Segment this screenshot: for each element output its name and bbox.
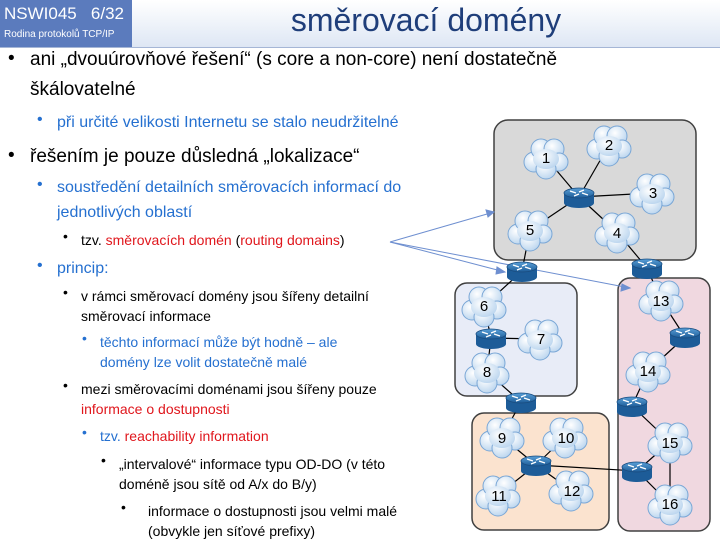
bullet-text: ani „dvouúrovňové řešení“ (s core a non-… (30, 49, 558, 70)
annotation-arrows (389, 209, 632, 292)
bullet-text: mezi směrovacími doménami jsou šířeny po… (81, 381, 377, 397)
svg-text:9: 9 (498, 430, 506, 447)
cloud-network-7: 7 (517, 319, 563, 361)
router-icon (505, 392, 537, 414)
bullet-dot: • (63, 377, 68, 393)
bullet-dot: • (8, 145, 15, 166)
bullet-dot: • (63, 284, 68, 300)
svg-text:16: 16 (662, 496, 679, 513)
cloud-network-13: 13 (638, 280, 684, 322)
cloud-network-16: 16 (647, 484, 693, 526)
header-divider (0, 47, 720, 48)
highlight-term: routing domains (240, 232, 340, 248)
cloud-network-1: 1 (523, 138, 569, 180)
router-icon (475, 328, 507, 350)
bullet-text: „intervalové“ informace typu OD-DO (v té… (119, 456, 386, 472)
router-icon (616, 396, 648, 418)
cloud-network-15: 15 (647, 422, 693, 464)
bullet-dot: • (82, 330, 87, 346)
cloud-network-8: 8 (464, 352, 510, 394)
cloud-network-9: 9 (479, 417, 525, 459)
title-band (132, 0, 720, 48)
bullet-dot: • (63, 228, 68, 244)
bullet-dot: • (37, 257, 43, 274)
bullet-dot: • (37, 111, 43, 128)
bullet-text: řešením je pouze důsledná „lokalizace“ (30, 146, 360, 167)
svg-text:12: 12 (564, 483, 581, 500)
bullet-dot: • (121, 499, 126, 515)
svg-text:14: 14 (640, 363, 657, 380)
bullet-text: princip: (57, 260, 109, 277)
bullet-text: při určité velikosti Internetu se stalo … (57, 114, 399, 131)
router-icon (520, 455, 552, 477)
bullet-text: jednotlivých oblastí (57, 204, 193, 221)
router-icon (669, 327, 701, 349)
bullet-text: tzv. reachability information (100, 428, 269, 444)
router-icon (631, 258, 663, 280)
router-icon (621, 461, 653, 483)
cloud-network-11: 11 (475, 475, 521, 517)
course-code: NSWI045 6/32 (4, 4, 125, 23)
svg-text:5: 5 (526, 222, 534, 239)
bullet-dot: • (37, 176, 43, 193)
bullet-text: informace o dostupnosti jsou velmi malé (148, 503, 398, 519)
cloud-network-5: 5 (507, 210, 553, 252)
cloud-network-2: 2 (586, 125, 632, 167)
bullet-text: doméně jsou sítě od A/x do B/y) (119, 476, 317, 492)
page-title: směrovací domény (290, 2, 562, 38)
highlight-term: informace o dostupnosti (81, 401, 230, 417)
bullet-text: soustředění detailních směrovacích infor… (57, 179, 402, 196)
bullet-dot: • (82, 424, 87, 440)
course-box: NSWI045 6/32 Rodina protokolů TCP/IP (0, 0, 132, 48)
svg-text:2: 2 (605, 137, 613, 154)
bullet-dot: • (101, 452, 106, 468)
page-number: 6/32 (90, 4, 125, 23)
cloud-network-14: 14 (625, 351, 671, 393)
highlight-term: reachability information (124, 428, 269, 444)
highlight-term: směrovacích domén (105, 232, 232, 248)
header: NSWI045 6/32 Rodina protokolů TCP/IP smě… (0, 0, 720, 48)
bullet-text: tzv. směrovacích domén (routing domains) (81, 232, 345, 248)
svg-text:15: 15 (662, 435, 679, 452)
bullet-text: těchto informací může být hodně – ale (100, 334, 338, 350)
svg-text:1: 1 (542, 150, 550, 167)
bullet-text: v rámci směrovací domény jsou šířeny det… (81, 288, 369, 304)
bullet-text: (obvykle jen síťové prefixy) (148, 523, 316, 539)
svg-text:3: 3 (649, 185, 657, 202)
bullet-text: domény lze volit dostatečně malé (100, 354, 307, 370)
svg-text:6: 6 (480, 298, 488, 315)
svg-text:13: 13 (653, 293, 670, 310)
cloud-network-3: 3 (629, 173, 675, 215)
svg-text:8: 8 (483, 364, 491, 381)
router-icon (506, 261, 538, 283)
bullet-dot: • (8, 48, 15, 69)
cloud-network-4: 4 (594, 212, 640, 254)
bullet-text: směrovací informace (81, 308, 211, 324)
course-name: Rodina protokolů TCP/IP (4, 29, 115, 40)
cloud-network-10: 10 (542, 417, 588, 459)
svg-text:11: 11 (491, 488, 507, 505)
cloud-network-6: 6 (461, 286, 507, 328)
svg-text:7: 7 (537, 331, 545, 348)
svg-text:4: 4 (613, 225, 621, 242)
svg-text:10: 10 (558, 430, 575, 447)
router-icon (563, 187, 595, 209)
cloud-network-12: 12 (548, 470, 594, 512)
bullet-text: škálovatelné (30, 79, 136, 100)
